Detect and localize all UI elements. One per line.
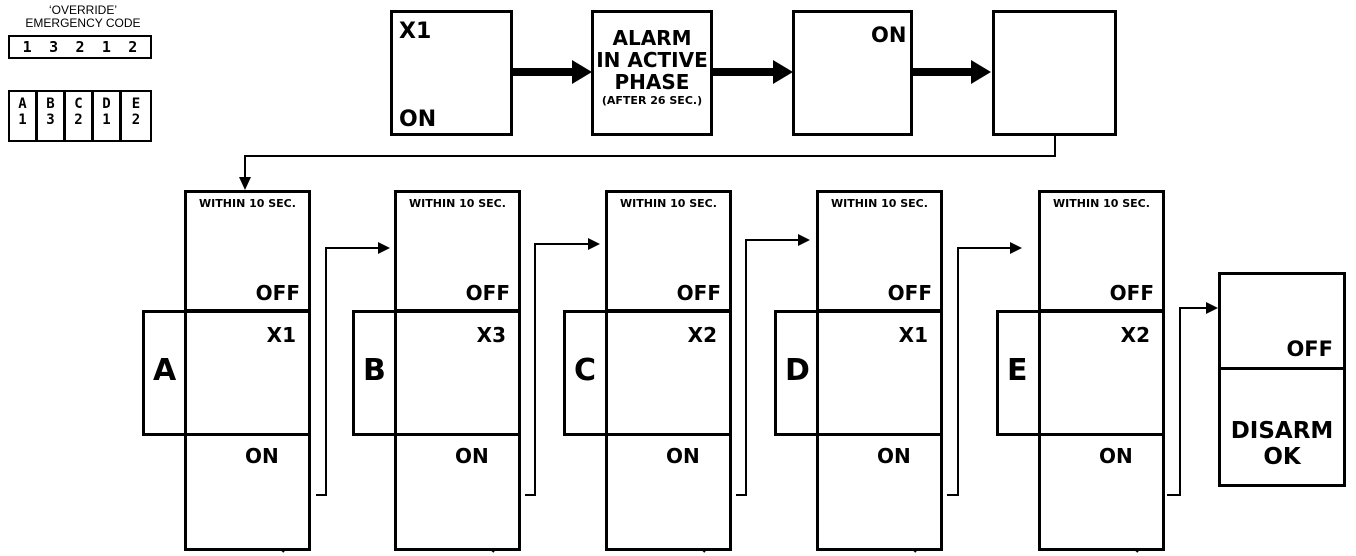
- code-digit: 1: [22, 38, 32, 56]
- divider: [816, 310, 819, 436]
- within-label: WITHIN 10 SEC.: [831, 197, 928, 210]
- within-off-box: WITHIN 10 SEC. OFF: [605, 190, 732, 312]
- key-on-box: ON: [816, 433, 943, 551]
- code-digit: 1: [18, 112, 27, 128]
- off-label: OFF: [255, 281, 300, 305]
- code-title-line2: EMERGENCY CODE: [25, 16, 141, 30]
- code-letter-label: D: [785, 353, 810, 388]
- flash-count-label: X2: [1120, 323, 1150, 347]
- code-digits-row: 1 3 2 1 2: [8, 35, 152, 59]
- step1-top-label: X1: [399, 19, 432, 44]
- on-label: ON: [455, 444, 489, 468]
- within-off-box: WITHIN 10 SEC. OFF: [816, 190, 943, 312]
- alarm-line4: (AFTER 26 SEC.): [601, 94, 703, 107]
- disarm-line2: OK: [1263, 444, 1301, 470]
- code-title: ‘OVERRIDE’ EMERGENCY CODE: [8, 4, 158, 30]
- step-lamp-box: [992, 10, 1117, 136]
- flash-count-label: X1: [266, 323, 296, 347]
- code-letter: D: [102, 96, 111, 112]
- within-label: WITHIN 10 SEC.: [620, 197, 717, 210]
- on-label: ON: [877, 444, 911, 468]
- off-label: OFF: [1109, 281, 1154, 305]
- final-off-label: OFF: [1286, 337, 1333, 361]
- divider: [605, 310, 608, 436]
- code-digit: 1: [102, 112, 111, 128]
- flash-count-box: C X2: [563, 310, 732, 436]
- flash-count-label: X3: [476, 323, 506, 347]
- key-on-box: ON: [1038, 433, 1165, 551]
- on-label: ON: [666, 444, 700, 468]
- flash-count-label: X2: [687, 323, 717, 347]
- within-label: WITHIN 10 SEC.: [1053, 197, 1150, 210]
- key-on-box: ON: [394, 433, 521, 551]
- step-key-on-box: ON: [792, 10, 913, 136]
- within-off-box: WITHIN 10 SEC. OFF: [1038, 190, 1165, 312]
- alarm-line1: ALARM: [612, 26, 692, 50]
- step-remote-box: X1 ON: [390, 10, 513, 136]
- within-label: WITHIN 10 SEC.: [199, 197, 296, 210]
- code-letter-label: A: [153, 353, 177, 388]
- code-letter: E: [131, 96, 141, 112]
- step-alarm-box: ALARM IN ACTIVE PHASE (AFTER 26 SEC.): [591, 10, 713, 136]
- flash-count-label: X1: [898, 323, 928, 347]
- step1-bottom-label: ON: [399, 107, 437, 132]
- within-off-box: WITHIN 10 SEC. OFF: [184, 190, 311, 312]
- flash-count-box: B X3: [352, 310, 521, 436]
- on-label: ON: [1099, 444, 1133, 468]
- code-cell-e: E 2: [120, 90, 152, 142]
- code-digit: 2: [74, 112, 83, 128]
- final-disarm-box: DISARM OK: [1218, 367, 1346, 487]
- key-on-box: ON: [605, 433, 732, 551]
- flash-count-box: E X2: [996, 310, 1165, 436]
- alarm-line3: PHASE: [614, 70, 690, 94]
- flash-count-box: D X1: [774, 310, 943, 436]
- off-label: OFF: [465, 281, 510, 305]
- within-label: WITHIN 10 SEC.: [409, 197, 506, 210]
- divider: [184, 310, 187, 436]
- code-digit: 3: [46, 112, 55, 128]
- divider: [1038, 310, 1041, 436]
- code-digit: 2: [131, 112, 141, 128]
- code-letter: B: [46, 96, 55, 112]
- step3-on-label: ON: [871, 23, 907, 47]
- code-title-line1: ‘OVERRIDE’: [48, 3, 117, 17]
- code-letter-label: B: [363, 353, 386, 388]
- divider: [394, 310, 397, 436]
- code-digit: 3: [49, 38, 59, 56]
- code-digit: 2: [75, 38, 85, 56]
- disarm-line1: DISARM: [1230, 418, 1334, 444]
- code-letter: A: [18, 96, 27, 112]
- flash-count-box: A X1: [142, 310, 311, 436]
- off-label: OFF: [676, 281, 721, 305]
- code-letter-label: E: [1007, 353, 1028, 388]
- alarm-line2: IN ACTIVE: [596, 48, 708, 72]
- key-on-box: ON: [184, 433, 311, 551]
- code-letter: C: [74, 96, 83, 112]
- code-digit: 2: [128, 38, 138, 56]
- off-label: OFF: [887, 281, 932, 305]
- within-off-box: WITHIN 10 SEC. OFF: [394, 190, 521, 312]
- code-digit: 1: [101, 38, 111, 56]
- code-letter-label: C: [574, 353, 597, 388]
- final-off-box: OFF: [1218, 272, 1346, 370]
- on-label: ON: [245, 444, 279, 468]
